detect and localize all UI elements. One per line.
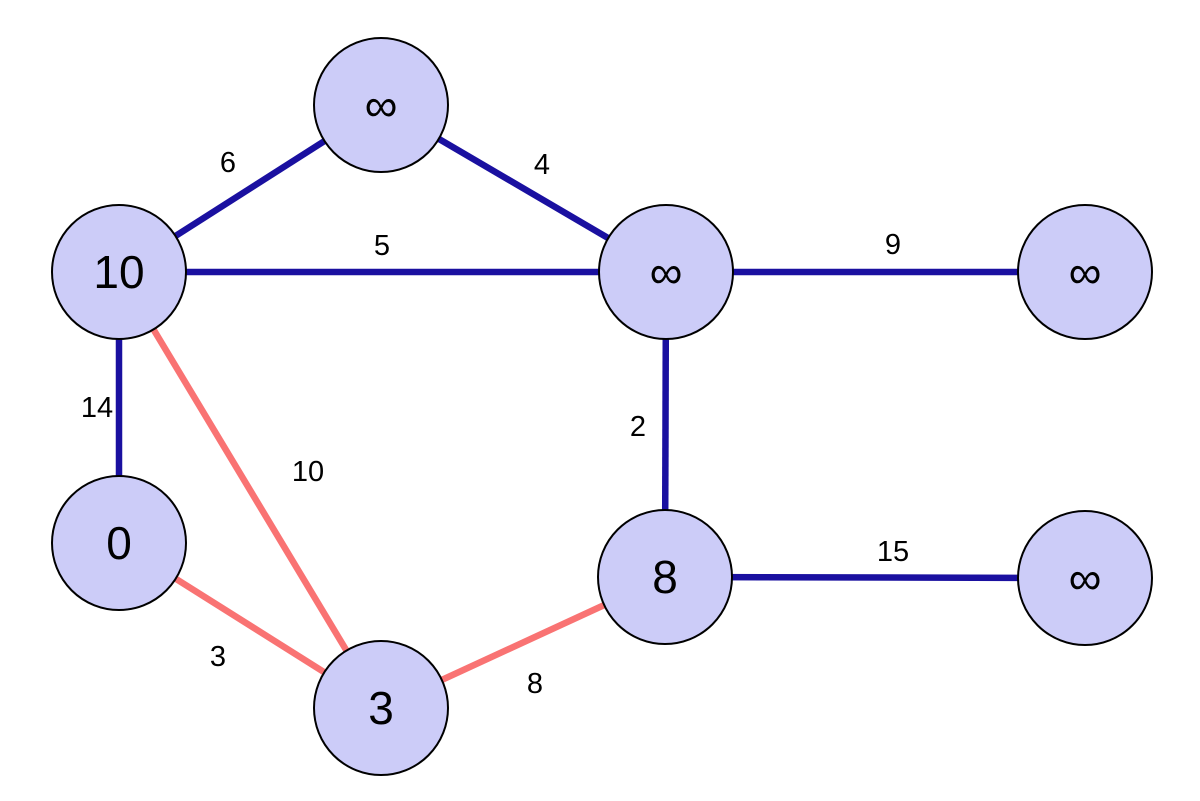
graph-node [313, 640, 449, 776]
graph-node [51, 475, 187, 611]
graph-node [51, 204, 187, 340]
graph-node [597, 509, 733, 645]
edge-weight-label: 9 [885, 229, 901, 261]
graph-node [1017, 510, 1153, 646]
graph-node-label: ∞ [365, 79, 398, 131]
edge-weight-label: 15 [877, 536, 909, 568]
graph-node-label: ∞ [650, 246, 683, 298]
graph-edge-highlighted [116, 270, 384, 710]
edge-weight-label: 10 [292, 456, 324, 488]
edge-weight-label: 2 [630, 411, 646, 443]
edge-weight-label: 8 [527, 668, 543, 700]
graph-node-label: ∞ [1069, 246, 1102, 298]
graph-node-label: 0 [106, 517, 132, 569]
graph-node [598, 204, 734, 340]
graph-node-label: 3 [368, 682, 394, 734]
graph-node [1017, 204, 1153, 340]
edge-weight-label: 14 [81, 392, 113, 424]
edge-weight-label: 6 [220, 147, 236, 179]
graph-edge [664, 573, 1086, 582]
edge-weight-label: 4 [534, 149, 550, 181]
edge-weight-label: 3 [210, 641, 226, 673]
graph-node-label: ∞ [1069, 552, 1102, 604]
graph-node-label: 8 [652, 551, 678, 603]
edge-weight-label: 5 [374, 230, 390, 262]
graph-node [313, 37, 449, 173]
graph-node-label: 10 [93, 246, 144, 298]
